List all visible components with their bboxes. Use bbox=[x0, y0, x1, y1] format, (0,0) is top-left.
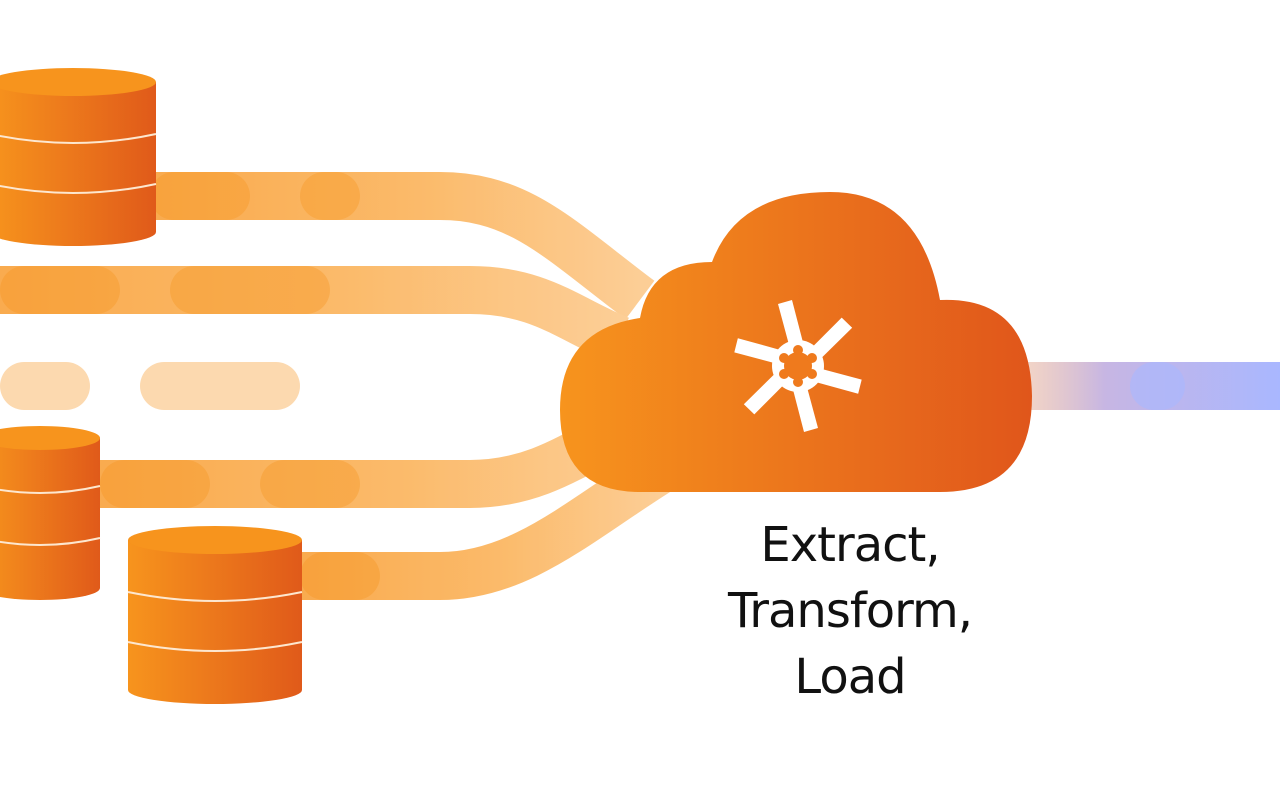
caption-line-transform: Transform, bbox=[727, 583, 973, 639]
pipe-segments bbox=[0, 172, 380, 600]
caption-line-load: Load bbox=[794, 649, 906, 705]
database-icon bbox=[0, 68, 157, 246]
database-icon bbox=[127, 526, 303, 704]
database-icon bbox=[0, 426, 101, 600]
flow-pipe-1 bbox=[150, 172, 655, 320]
caption-line-extract: Extract, bbox=[760, 517, 940, 573]
etl-caption: Extract, Transform, Load bbox=[650, 512, 1050, 710]
pinwheel-icon bbox=[734, 300, 862, 432]
